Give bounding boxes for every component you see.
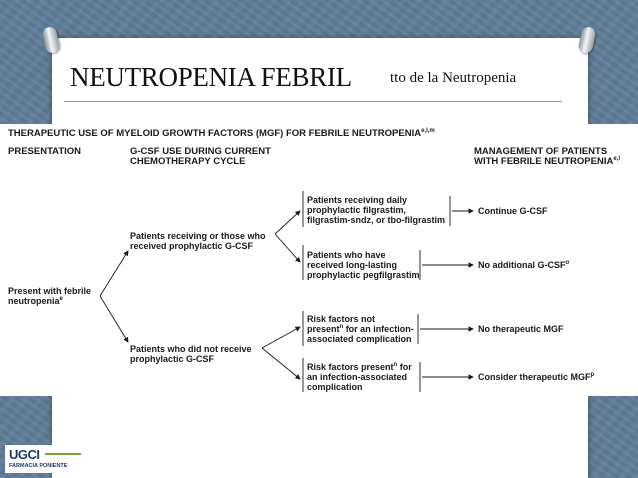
flowchart-panel: THERAPEUTIC USE OF MYELOID GROWTH FACTOR… [0,124,638,396]
leaf1-line3: filgrastim-sndz, or tbo-filgrastim [307,215,446,225]
col-management-header-line1: MANAGEMENT OF PATIENTS [474,146,608,157]
leaf2-line3: prophylactic pegfilgrastim [307,270,420,280]
mid-upper-line1: Patients receiving or those who [130,231,266,241]
edge-root-lower [99,295,129,343]
col-gcsf-header-line2: CHEMOTHERAPY CYCLE [130,156,246,167]
outcome-continue-gcsf: Continue G-CSF [478,206,548,216]
outcome-no-therapeutic-mgf: No therapeutic MGF [478,324,564,334]
edge-root-upper [99,250,129,297]
flowchart-connectors [99,191,474,392]
root-node-line1: Present with febrile [8,286,92,296]
slide-title: NEUTROPENIA FEBRIL [70,62,352,92]
leaf1-line1: Patients receiving daily [307,195,408,205]
leaf4-line1: Risk factors presentn for [307,362,412,372]
outcome-no-additional-gcsf: No additional G-CSFo [478,260,570,270]
slide-subtitle: tto de la Neutropenia [390,70,517,86]
leaf2-line1: Patients who have [307,250,386,260]
outcome-consider-therapeutic-mgf: Consider therapeutic MGFp [478,372,595,382]
ugci-logo: UGCI FARMACIA PONIENTE [5,445,85,473]
col-gcsf-header-line1: G-CSF USE DURING CURRENT [130,146,271,157]
mid-lower-line2: prophylactic G-CSF [130,354,215,364]
col-presentation-header: PRESENTATION [8,146,82,157]
root-node-line2: neutropeniae [8,296,63,306]
mid-lower-line1: Patients who did not receive [130,344,252,354]
leaf3-line1: Risk factors not [307,314,376,324]
edge-upper-leaf2 [274,233,301,263]
edge-upper-leaf1 [274,210,301,235]
leaf4-line2: an infection-associated [307,372,408,382]
leaf1-line2: prophylactic filgrastim, [307,205,407,215]
col-management-header-line2: WITH FEBRILE NEUTROPENIAe,l [474,156,621,167]
logo-accent-bar [45,453,81,455]
mid-upper-line2: received prophylactic G-CSF [130,241,254,251]
leaf3-line2: presentn for an infection- [307,324,414,334]
leaf2-line2: received long-lasting [307,260,398,270]
logo-sub-text: FARMACIA PONIENTE [9,463,68,469]
leaf3-line3: associated complication [307,334,412,344]
diagram-heading: THERAPEUTIC USE OF MYELOID GROWTH FACTOR… [8,128,435,139]
edge-lower-leaf4 [261,347,301,380]
edge-lower-leaf3 [261,326,301,349]
leaf4-line3: complication [307,382,363,392]
title-underline [64,101,562,102]
logo-main-text: UGCI [9,447,40,462]
